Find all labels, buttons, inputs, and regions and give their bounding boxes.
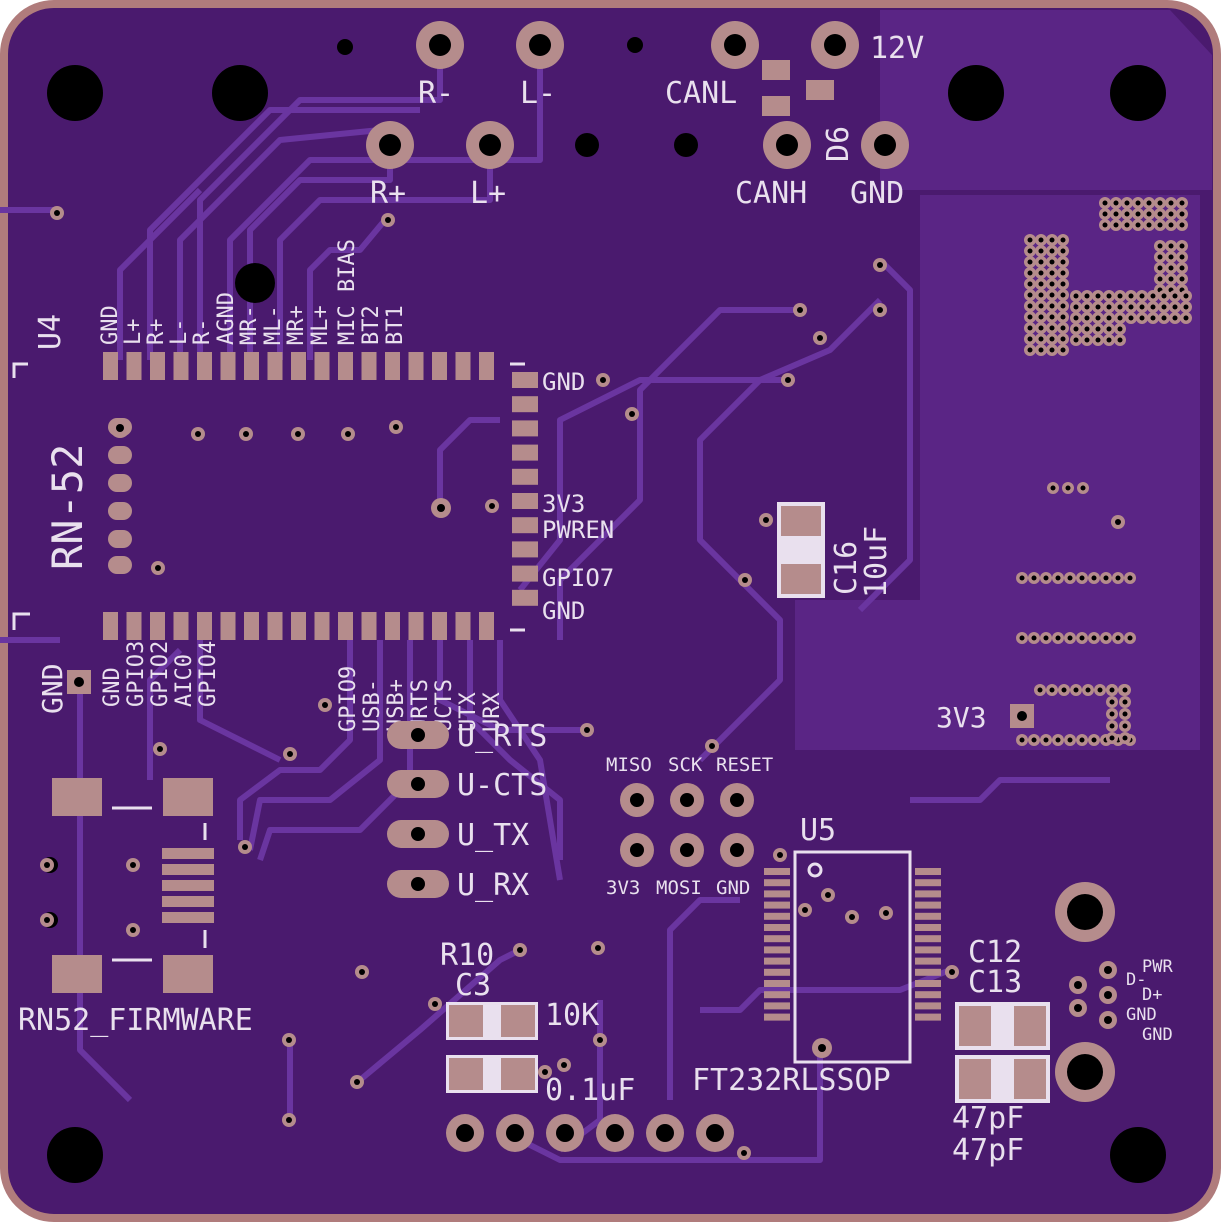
isp-header: MISO SCK RESET 3V3 MOSI GND (606, 754, 773, 899)
u4-ref: U4 (33, 314, 68, 350)
uart-label-tx: U_TX (457, 818, 529, 853)
mount-hole-br (1110, 1127, 1166, 1183)
u4-top-pin-label: AGND (214, 292, 239, 345)
u4-bottom-pin-label: GPIO2 (148, 641, 173, 707)
isp-label-reset: RESET (716, 754, 773, 776)
c12-value: 47pF (952, 1101, 1024, 1136)
u4-right-pin-label: 3V3 (542, 490, 585, 518)
usb-label-dm: D- (1126, 970, 1146, 990)
mount-hole-tr (948, 65, 1004, 121)
uart-label-cts: U-CTS (457, 768, 547, 803)
u4-top-pin-label: BT1 (383, 305, 408, 345)
u4-top-pin-label: BT2 (359, 305, 384, 345)
firmware-label: RN52_FIRMWARE (18, 1003, 253, 1038)
c16: C16 10uF (777, 502, 894, 598)
u4-top-pin-label: GND (98, 305, 123, 345)
c3-value: 0.1uF (545, 1073, 635, 1108)
isp-label-3v3: 3V3 (606, 877, 640, 899)
u4-bottom-pin-label: GPIO9 (336, 666, 361, 732)
r10-c3: R10 C3 10K 0.1uF (440, 938, 635, 1108)
u4-bottom-pin-label: USB- (360, 679, 385, 732)
label-canh: CANH (735, 176, 807, 211)
label-l-minus: L- (520, 76, 556, 111)
u4-top-pin-label: ML- (261, 305, 286, 345)
u4-top-pin-label: MIC BIAS (335, 239, 360, 345)
label-12v: 12V (870, 31, 924, 66)
u4-bottom-pin-label: GPIO4 (196, 641, 221, 707)
gnd-test-label: GND (36, 663, 69, 714)
usb-connector: PWR D- D+ GND GND (1055, 882, 1173, 1102)
rn52-top-pads (103, 352, 494, 380)
rn52-right-pads (512, 372, 538, 606)
mount-hole-bl (47, 1127, 103, 1183)
vias (40, 206, 1125, 1160)
label-d6: D6 (821, 126, 856, 162)
u4-right-pin-label: GPIO7 (542, 564, 614, 592)
u4-name: RN-52 (43, 444, 92, 570)
audio-can-connector (366, 21, 909, 169)
u5-right-pins (915, 868, 941, 1021)
label-gnd-top: GND (850, 176, 904, 211)
via-arrays (1016, 197, 1192, 746)
rn52-module: U4 RN-52 GNDL+R+L-R-AGNDMR-ML-MR+ML+MIC … (12, 239, 614, 732)
firmware-switch: RN52_FIRMWARE (18, 778, 253, 1038)
mounting-holes (47, 37, 1166, 1183)
mount-hole-tl2 (212, 65, 268, 121)
c13-value: 47pF (952, 1133, 1024, 1168)
u4-top-pin-label: L+ (121, 319, 146, 346)
c12-c13: C12 C13 47pF 47pF (952, 935, 1050, 1168)
u4-top-pin-label: L- (167, 319, 192, 346)
c12-ref: C12 (968, 935, 1022, 970)
v3v3-label: 3V3 (936, 701, 987, 734)
u4-bottom-pin-label: GND (100, 667, 125, 707)
u4-right-pin-label: PWREN (542, 516, 614, 544)
c16-value: 10uF (859, 526, 894, 598)
usb-label-pwr: PWR (1142, 957, 1173, 977)
u4-top-pin-label: ML+ (308, 305, 333, 345)
c16-ref: C16 (829, 541, 864, 595)
isp-label-sck: SCK (668, 754, 703, 776)
uart-label-rts: U_RTS (457, 719, 547, 754)
uart-pads: U_RTS U-CTS U_TX U_RX (387, 719, 547, 903)
isp-label-miso: MISO (606, 754, 652, 776)
c3-ref: C3 (455, 968, 491, 1003)
u4-right-pin-label: GND (542, 368, 585, 396)
c13-ref: C13 (968, 965, 1022, 1000)
u4-top-pin-label: R+ (144, 319, 169, 346)
label-r-plus: R+ (370, 176, 406, 211)
usb-label-dp: D+ (1142, 985, 1162, 1005)
isp-label-mosi: MOSI (656, 877, 702, 899)
u5-ref: U5 (800, 813, 836, 848)
isp-label-gnd: GND (716, 877, 750, 899)
bottom-header (446, 1114, 734, 1152)
uart-label-rx: U_RX (457, 868, 529, 903)
usb-label-gnd2: GND (1142, 1025, 1173, 1045)
u5-name: FT232RLSSOP (692, 1063, 891, 1098)
mount-hole-tr2 (1110, 65, 1166, 121)
u4-top-pin-label: MR- (237, 305, 262, 345)
label-r-minus: R- (418, 76, 454, 111)
rn52-bottom-pads (103, 612, 494, 640)
u5-left-pins (764, 868, 790, 1021)
u4-right-pin-label: GND (542, 597, 585, 625)
u4-bottom-pin-label: AIC0 (172, 654, 197, 707)
u4-bottom-pin-label: GPIO3 (124, 641, 149, 707)
u4-bottom-pin-label: UTX (456, 692, 481, 732)
label-canl: CANL (665, 76, 737, 111)
u4-top-pin-label: R- (190, 319, 215, 346)
usb-label-gnd1: GND (1126, 1005, 1157, 1025)
mount-hole-tl (47, 65, 103, 121)
u5-ft232: U5 FT232RLSSOP (692, 813, 941, 1098)
label-l-plus: L+ (470, 176, 506, 211)
u4-top-pin-label: MR+ (284, 305, 309, 345)
r10-value: 10K (545, 998, 599, 1033)
r10-ref: R10 (440, 938, 494, 973)
u4-bottom-pin-label: URX (480, 692, 505, 732)
